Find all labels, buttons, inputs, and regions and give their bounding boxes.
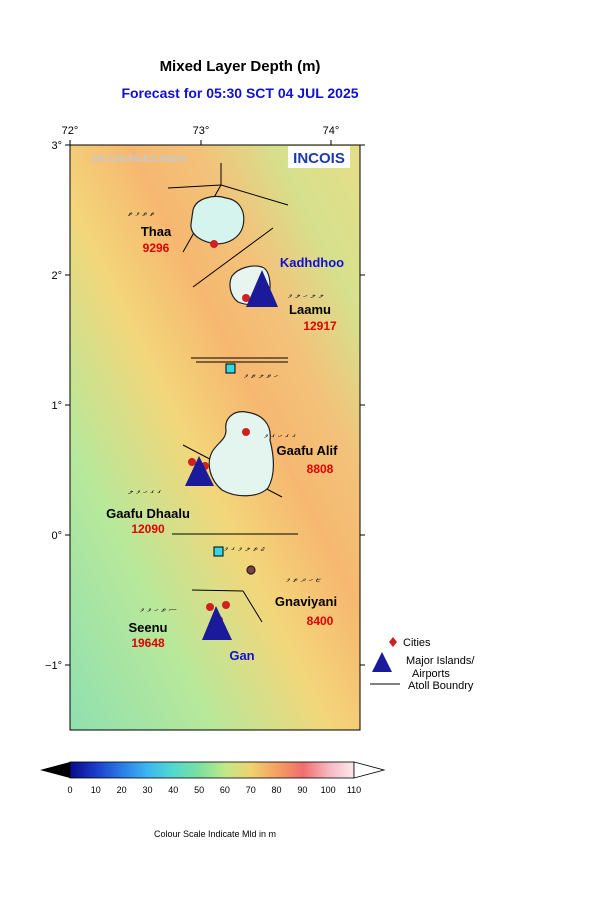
atoll-count-gaafu-dhaalu: 12090 bbox=[131, 522, 165, 536]
lat-label: 3° bbox=[51, 140, 62, 152]
colorbar-tick-label: 90 bbox=[297, 785, 307, 795]
colorbar-tick-label: 20 bbox=[117, 785, 127, 795]
atoll-labels: Thaa 9296 Laamu 12917 Gaafu Alif 8808 Ga… bbox=[106, 224, 344, 663]
atoll-name-gnaviyani: Gnaviyani bbox=[275, 594, 337, 609]
legend-boundary: Atoll Boundry bbox=[408, 680, 474, 692]
colorbar bbox=[40, 761, 386, 779]
colorbar-over-arrow bbox=[353, 761, 386, 779]
island-square-marker bbox=[225, 363, 236, 374]
watermark: INCOIS/MoES,INDIA bbox=[92, 154, 187, 165]
atoll-count-gaafu-alif: 8808 bbox=[307, 462, 334, 476]
islands bbox=[190, 195, 275, 575]
legend-islands-line1: Major Islands/ bbox=[406, 655, 475, 667]
atoll-count-thaa: 9296 bbox=[143, 241, 170, 255]
colorbar-under-arrow bbox=[40, 762, 70, 778]
svg-text:ސ ތ ހ ވ ވ: ސ ތ ހ ވ ވ bbox=[140, 605, 177, 615]
svg-text:ޖ ތ ލ ވ ގ ވ: ޖ ތ ލ ވ ގ ވ bbox=[224, 544, 265, 554]
lon-label: 74° bbox=[323, 125, 340, 137]
svg-text:ހ ތ ލ ތ ވ: ހ ތ ލ ތ ވ bbox=[244, 371, 279, 381]
atoll-name-gaafu-dhaalu: Gaafu Dhaalu bbox=[106, 506, 190, 521]
colorbar-tick-label: 110 bbox=[347, 785, 361, 795]
logo-box bbox=[288, 146, 350, 168]
map-legend: Cities Major Islands/ Airports Atoll Bou… bbox=[370, 637, 475, 692]
colorbar-tick-label: 60 bbox=[220, 785, 230, 795]
lat-label: 1° bbox=[51, 400, 62, 412]
atoll-count-gnaviyani: 8400 bbox=[307, 614, 334, 628]
svg-text:ޏ ހ ދ ތ ވ: ޏ ހ ދ ތ ވ bbox=[286, 575, 321, 585]
lat-label: 2° bbox=[51, 270, 62, 282]
colorbar-tick-label: 80 bbox=[272, 785, 282, 795]
colorbar-ticks: 0 10 20 30 40 50 60 70 80 90 100 110 bbox=[67, 785, 361, 795]
colorbar-tick-label: 40 bbox=[168, 785, 178, 795]
svg-text:ތ ތ ވ ތ: ތ ތ ވ ތ bbox=[128, 209, 155, 219]
svg-text:ލ ލ ހ ލ ވ: ލ ލ ހ ލ ވ bbox=[288, 291, 324, 301]
chart-title: Mixed Layer Depth (m) bbox=[159, 58, 321, 75]
svg-text:ގ ގ ހ ވ ލ: ގ ގ ހ ވ ލ bbox=[128, 487, 161, 497]
colorbar-tick-label: 0 bbox=[67, 785, 72, 795]
colorbar-caption: Colour Scale Indicate Mld in m bbox=[153, 829, 277, 839]
legend-cities: Cities bbox=[403, 637, 431, 649]
lon-label: 73° bbox=[193, 125, 210, 137]
legend-airport-icon bbox=[372, 652, 392, 672]
colorbar-gradient bbox=[69, 761, 355, 779]
island-square-marker bbox=[213, 546, 224, 557]
svg-text:ގ ގ ހ ގ ވ: ގ ގ ހ ގ ވ bbox=[264, 431, 296, 441]
lat-label: −1° bbox=[45, 660, 62, 672]
colorbar-tick-label: 50 bbox=[194, 785, 204, 795]
atoll-name-thaa: Thaa bbox=[141, 224, 172, 239]
colorbar-tick-label: 100 bbox=[321, 785, 336, 795]
map-ticks bbox=[65, 140, 365, 666]
gnaviyani-island bbox=[246, 565, 256, 575]
airport-label-gan: Gan bbox=[229, 648, 254, 663]
airport-markers bbox=[185, 270, 278, 640]
dhivehi-script: ތ ތ ވ ތ ލ ލ ހ ލ ވ ހ ތ ލ ތ ވ ގ ގ ހ ގ ވ ގ … bbox=[128, 209, 324, 615]
atoll-count-seenu: 19648 bbox=[131, 636, 165, 650]
incois-logo: INCOIS bbox=[293, 150, 345, 167]
colorbar-tick-label: 30 bbox=[142, 785, 152, 795]
atoll-name-gaafu-alif: Gaafu Alif bbox=[277, 443, 339, 458]
legend-islands-line2: Airports bbox=[412, 668, 450, 680]
forecast-subtitle: Forecast for 05:30 SCT 04 JUL 2025 bbox=[121, 85, 359, 101]
map-frame bbox=[69, 144, 361, 731]
airport-label-kadhdhoo: Kadhdhoo bbox=[280, 255, 344, 270]
atoll-count-laamu: 12917 bbox=[303, 319, 337, 333]
gaafu-alif-atoll bbox=[208, 411, 275, 497]
thaa-atoll bbox=[190, 195, 245, 245]
colorbar-tick-label: 70 bbox=[246, 785, 256, 795]
lon-label: 72° bbox=[62, 125, 79, 137]
atoll-name-laamu: Laamu bbox=[289, 302, 331, 317]
colorbar-tick-label: 10 bbox=[91, 785, 101, 795]
atoll-name-seenu: Seenu bbox=[128, 620, 167, 635]
legend-city-icon bbox=[389, 637, 397, 647]
lat-label: 0° bbox=[51, 530, 62, 542]
